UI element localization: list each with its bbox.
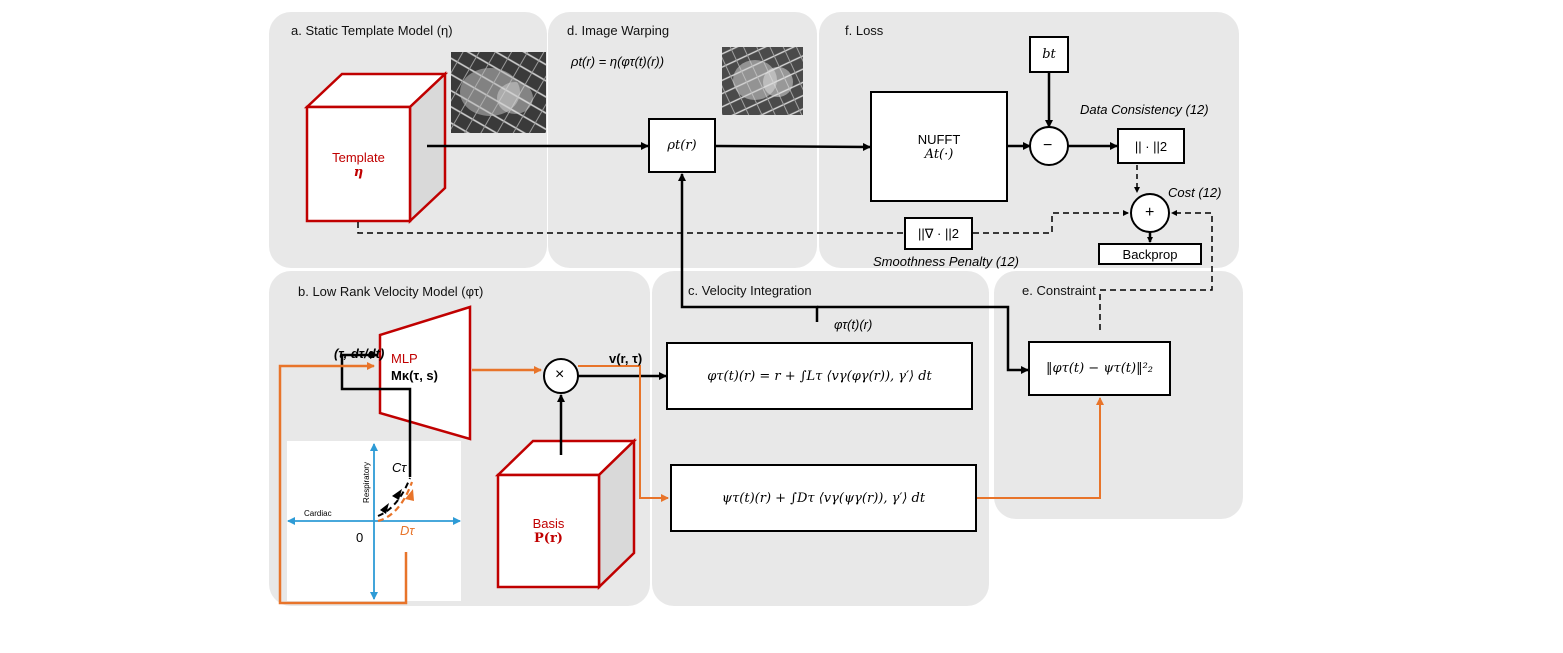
- panel-title-b: b. Low Rank Velocity Model (φτ): [298, 284, 484, 299]
- nufft-op: At(·): [924, 146, 954, 162]
- warp-equation: ρt(r) = η(φτ(t)(r)): [571, 54, 665, 69]
- velocity-label: v(r, τ): [609, 351, 643, 366]
- rho-box: ρt(r): [648, 118, 716, 173]
- mlp-input-label: (τ, dτ/dt): [334, 346, 385, 361]
- l2-norm-label: || · ||2: [1134, 138, 1168, 154]
- warped-image-icon: [722, 47, 803, 115]
- respiratory-axis-label: Respiratory: [361, 462, 371, 503]
- origin-label: 0: [356, 530, 364, 545]
- cost-label: Cost (12): [1168, 185, 1222, 200]
- rho-box-label: ρt(r): [667, 138, 697, 153]
- panel-title-a: a. Static Template Model (η): [291, 23, 453, 38]
- cardiac-axis-label: Cardiac: [304, 509, 332, 518]
- backprop-box: Backprop: [1098, 243, 1202, 265]
- nufft-name: NUFFT: [917, 131, 961, 147]
- basis-cube: [494, 438, 638, 590]
- l2-norm-box: || · ||2: [1117, 128, 1185, 164]
- backprop-label: Backprop: [1122, 246, 1178, 262]
- template-name: Template: [332, 150, 385, 165]
- nufft-box: NUFFT At(·): [870, 91, 1008, 202]
- phase-plot-axes: [287, 443, 461, 600]
- d-tau-label: Dτ: [400, 523, 415, 538]
- minus-symbol: −: [1043, 137, 1053, 154]
- mlp-block: [378, 305, 472, 441]
- panel-title-f: f. Loss: [845, 23, 884, 38]
- template-label: Template η: [307, 150, 410, 180]
- smooth-norm-label: ||∇ · ||2: [918, 225, 959, 241]
- constraint-box: ‖φτ(t) − ψτ(t)‖²₂: [1028, 341, 1171, 396]
- mlp-name: MLP: [391, 351, 418, 366]
- template-cube: [303, 71, 449, 224]
- smooth-norm-box: ||∇ · ||2: [904, 217, 973, 250]
- template-image-icon: [451, 52, 546, 133]
- constraint-equation: ‖φτ(t) − ψτ(t)‖²₂: [1046, 361, 1153, 376]
- integration-psi-box: ψτ(t)(r) + ∫Dτ ⟨vγ(ψγ(r)), γ′⟩ dt: [670, 464, 977, 532]
- bt-label: bt: [1042, 47, 1056, 62]
- multiply-symbol: ×: [555, 366, 565, 383]
- template-symbol: η: [353, 165, 364, 180]
- panel-title-d: d. Image Warping: [567, 23, 670, 38]
- data-consistency-label: Data Consistency (12): [1080, 102, 1209, 117]
- bt-box: bt: [1029, 36, 1069, 73]
- phi-label: φτ(t)(r): [834, 317, 873, 332]
- plus-symbol: +: [1145, 204, 1155, 221]
- integration-phi-box: φτ(t)(r) = r + ∫Lτ ⟨vγ(φγ(r)), γ′⟩ dt: [666, 342, 973, 410]
- integration-psi-equation: ψτ(t)(r) + ∫Dτ ⟨vγ(ψγ(r)), γ′⟩ dt: [721, 490, 926, 506]
- smoothness-label: Smoothness Penalty (12): [873, 254, 1019, 269]
- panel-velocity-integration: [652, 271, 989, 606]
- basis-symbol: P(r): [534, 531, 563, 546]
- panel-title-e: e. Constraint: [1022, 283, 1096, 298]
- c-tau-label: Cτ: [392, 460, 407, 475]
- mlp-function: Mκ(τ, s): [391, 368, 438, 383]
- basis-label: Basis P(r): [498, 516, 599, 546]
- panel-title-c: c. Velocity Integration: [688, 283, 812, 298]
- integration-phi-equation: φτ(t)(r) = r + ∫Lτ ⟨vγ(φγ(r)), γ′⟩ dt: [707, 368, 932, 384]
- basis-name: Basis: [532, 516, 565, 531]
